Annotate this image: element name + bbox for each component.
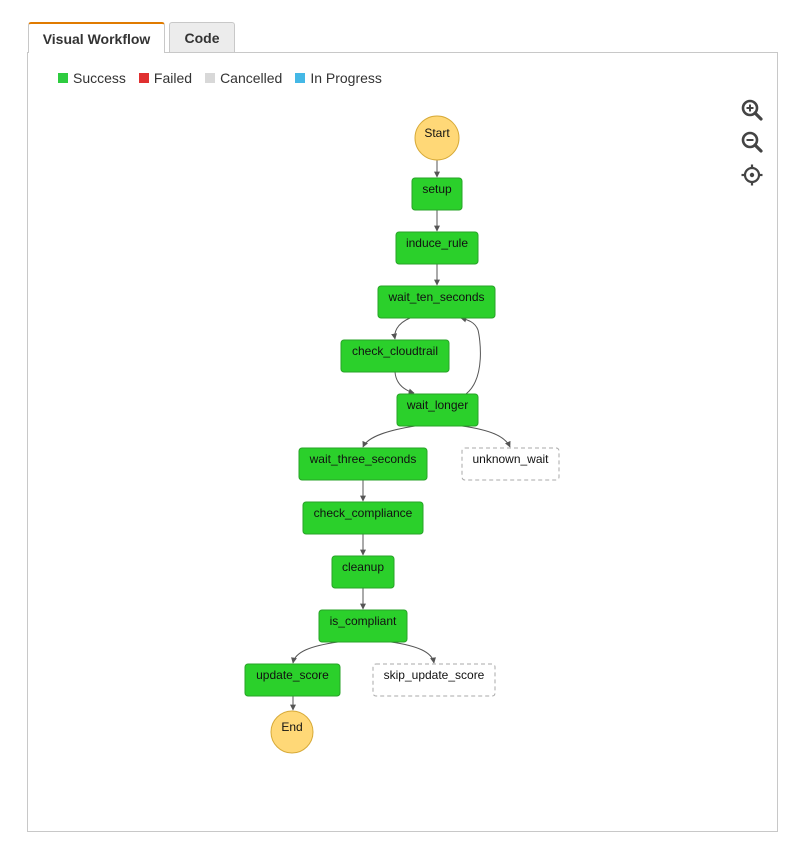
state-shape	[411, 177, 463, 211]
edge-wait_longer-to-wait_ten_seconds	[460, 316, 481, 395]
edge-wait_longer-to-unknown_wait	[461, 425, 511, 448]
cancelled-swatch	[205, 73, 216, 83]
legend-label-in-progress: In Progress	[310, 70, 382, 86]
state-node-unknown-wait[interactable]: unknown_wait	[461, 447, 560, 481]
legend-item-success: Success	[58, 70, 126, 86]
state-node-induce-rule[interactable]: induce_rule	[395, 231, 479, 265]
tab-visual-workflow[interactable]: Visual Workflow	[28, 22, 165, 53]
in-progress-swatch	[295, 73, 306, 83]
state-shape	[395, 231, 479, 265]
state-shape	[298, 447, 428, 481]
success-swatch	[58, 73, 68, 83]
state-label: wait_longer	[406, 398, 468, 412]
legend-item-failed: Failed	[138, 70, 193, 86]
state-label: setup	[422, 182, 452, 196]
state-node-update-score[interactable]: update_score	[244, 663, 341, 697]
state-node-check-compliance[interactable]: check_compliance	[302, 501, 424, 535]
state-shape	[377, 285, 496, 319]
state-node-wait-ten-seconds[interactable]: wait_ten_seconds	[377, 285, 496, 319]
state-label: update_score	[256, 668, 329, 682]
state-node-skip-update-score[interactable]: skip_update_score	[372, 663, 496, 697]
legend-label-failed: Failed	[153, 70, 193, 86]
state-shape	[414, 115, 460, 161]
state-label: wait_three_seconds	[309, 452, 417, 466]
state-label: cleanup	[342, 560, 384, 574]
failed-swatch	[138, 73, 149, 83]
state-label: wait_ten_seconds	[387, 290, 484, 304]
workflow-panel	[27, 52, 778, 832]
state-label: is_compliant	[330, 614, 397, 628]
legend-label-success: Success	[73, 70, 126, 86]
state-node-setup[interactable]: setup	[411, 177, 463, 211]
legend-label-cancelled: Cancelled	[220, 70, 283, 86]
state-shape	[244, 663, 341, 697]
zoom-in-icon[interactable]	[740, 98, 764, 122]
state-shape	[372, 663, 496, 697]
state-shape	[396, 393, 479, 427]
state-label: check_compliance	[314, 506, 413, 520]
state-node-is-compliant[interactable]: is_compliant	[318, 609, 408, 643]
state-shape	[270, 710, 314, 754]
state-node-check-cloudtrail[interactable]: check_cloudtrail	[340, 339, 450, 373]
recenter-icon[interactable]	[740, 163, 764, 187]
state-label: check_cloudtrail	[352, 344, 438, 358]
state-shape	[302, 501, 424, 535]
state-node-start[interactable]: Start	[414, 115, 460, 161]
edge-wait_ten_seconds-to-check_cloudtrail	[391, 317, 411, 340]
tab-code[interactable]: Code	[169, 22, 235, 52]
state-node-wait-longer[interactable]: wait_longer	[396, 393, 479, 427]
legend-item-in-progress: In Progress	[295, 70, 382, 86]
state-node-cleanup[interactable]: cleanup	[331, 555, 395, 589]
state-label: unknown_wait	[472, 452, 549, 466]
state-label: skip_update_score	[384, 668, 485, 682]
edge-is_compliant-to-skip_update_score	[390, 641, 436, 664]
status-legend: Success Failed Cancelled In Progress	[58, 70, 395, 86]
zoom-out-icon[interactable]	[740, 130, 764, 154]
edge-check_cloudtrail-to-wait_longer	[394, 371, 415, 395]
state-node-wait-three-seconds[interactable]: wait_three_seconds	[298, 447, 428, 481]
edge-wait_longer-to-wait_three_seconds	[362, 425, 416, 448]
state-label: Start	[424, 126, 450, 140]
state-shape	[318, 609, 408, 643]
state-label: induce_rule	[406, 236, 468, 250]
legend-item-cancelled: Cancelled	[205, 70, 282, 86]
edge-is_compliant-to-update_score	[291, 641, 339, 664]
state-node-end[interactable]: End	[270, 710, 314, 754]
state-shape	[461, 447, 560, 481]
state-shape	[331, 555, 395, 589]
state-label: End	[281, 720, 302, 734]
state-shape	[340, 339, 450, 373]
